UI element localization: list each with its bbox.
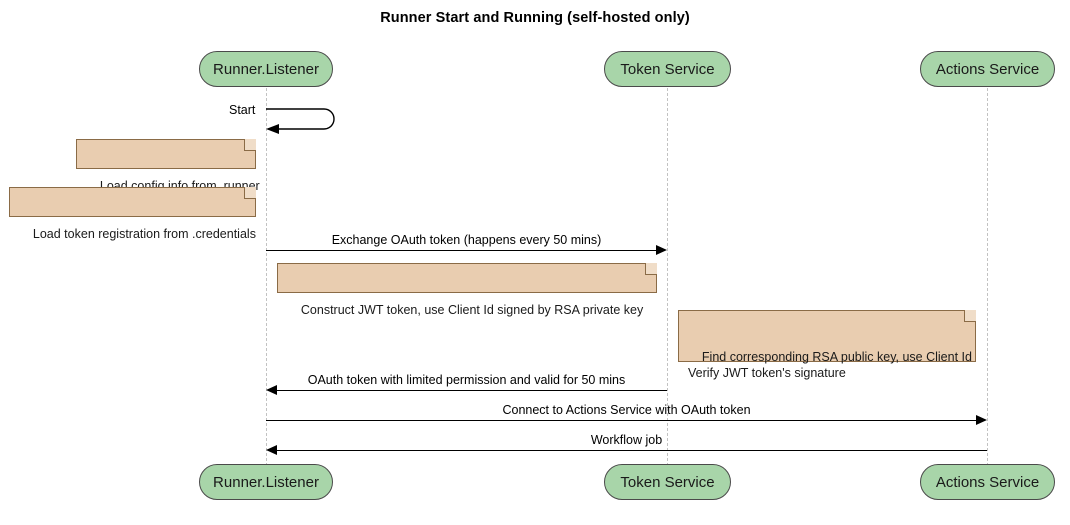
message-start-selfloop[interactable]	[266, 104, 346, 134]
note-fold-corner-icon	[244, 139, 256, 151]
message-label-start: Start	[229, 103, 256, 117]
note-text: Load token registration from .credential…	[32, 227, 256, 241]
message-line-connect-to-actions-service[interactable]	[266, 420, 976, 421]
note-load-token-registration: Load token registration from .credential…	[9, 187, 256, 241]
participant-actions-service-bottom[interactable]: Actions Service	[920, 464, 1055, 500]
message-label-oauth-token-returned: OAuth token with limited permission and …	[307, 373, 626, 387]
participant-token-service-top[interactable]: Token Service	[604, 51, 731, 87]
message-line-exchange-oauth-token[interactable]	[266, 250, 656, 251]
note-text: Construct JWT token, use Client Id signe…	[300, 303, 644, 317]
note-text: Find corresponding RSA public key, use C…	[688, 350, 972, 380]
participant-runner-listener-top[interactable]: Runner.Listener	[199, 51, 333, 87]
message-line-workflow-job[interactable]	[277, 450, 987, 451]
note-fold-corner-icon	[244, 187, 256, 199]
diagram-title: Runner Start and Running (self-hosted on…	[380, 10, 690, 26]
note-load-config-info: Load config info from .runner	[76, 139, 260, 193]
note-construct-jwt-token: Construct JWT token, use Client Id signe…	[277, 263, 657, 317]
note-fold-corner-icon	[645, 263, 657, 275]
note-verify-jwt-signature: Find corresponding RSA public key, use C…	[678, 310, 976, 380]
lifeline-actions-service	[987, 88, 988, 466]
message-label-exchange-oauth-token: Exchange OAuth token (happens every 50 m…	[331, 233, 602, 247]
note-fold-corner-icon	[964, 310, 976, 322]
participant-token-service-bottom[interactable]: Token Service	[604, 464, 731, 500]
arrowhead-right-icon	[656, 245, 667, 255]
participant-actions-service-top[interactable]: Actions Service	[920, 51, 1055, 87]
lifeline-token-service	[667, 88, 668, 466]
message-label-workflow-job: Workflow job	[590, 433, 663, 447]
arrowhead-left-icon	[266, 445, 277, 455]
arrowhead-left-icon	[266, 385, 277, 395]
message-label-connect-to-actions-service: Connect to Actions Service with OAuth to…	[502, 403, 751, 417]
participant-runner-listener-bottom[interactable]: Runner.Listener	[199, 464, 333, 500]
message-line-oauth-token-returned[interactable]	[277, 390, 667, 391]
arrowhead-right-icon	[976, 415, 987, 425]
lifeline-runner-listener	[266, 88, 267, 466]
